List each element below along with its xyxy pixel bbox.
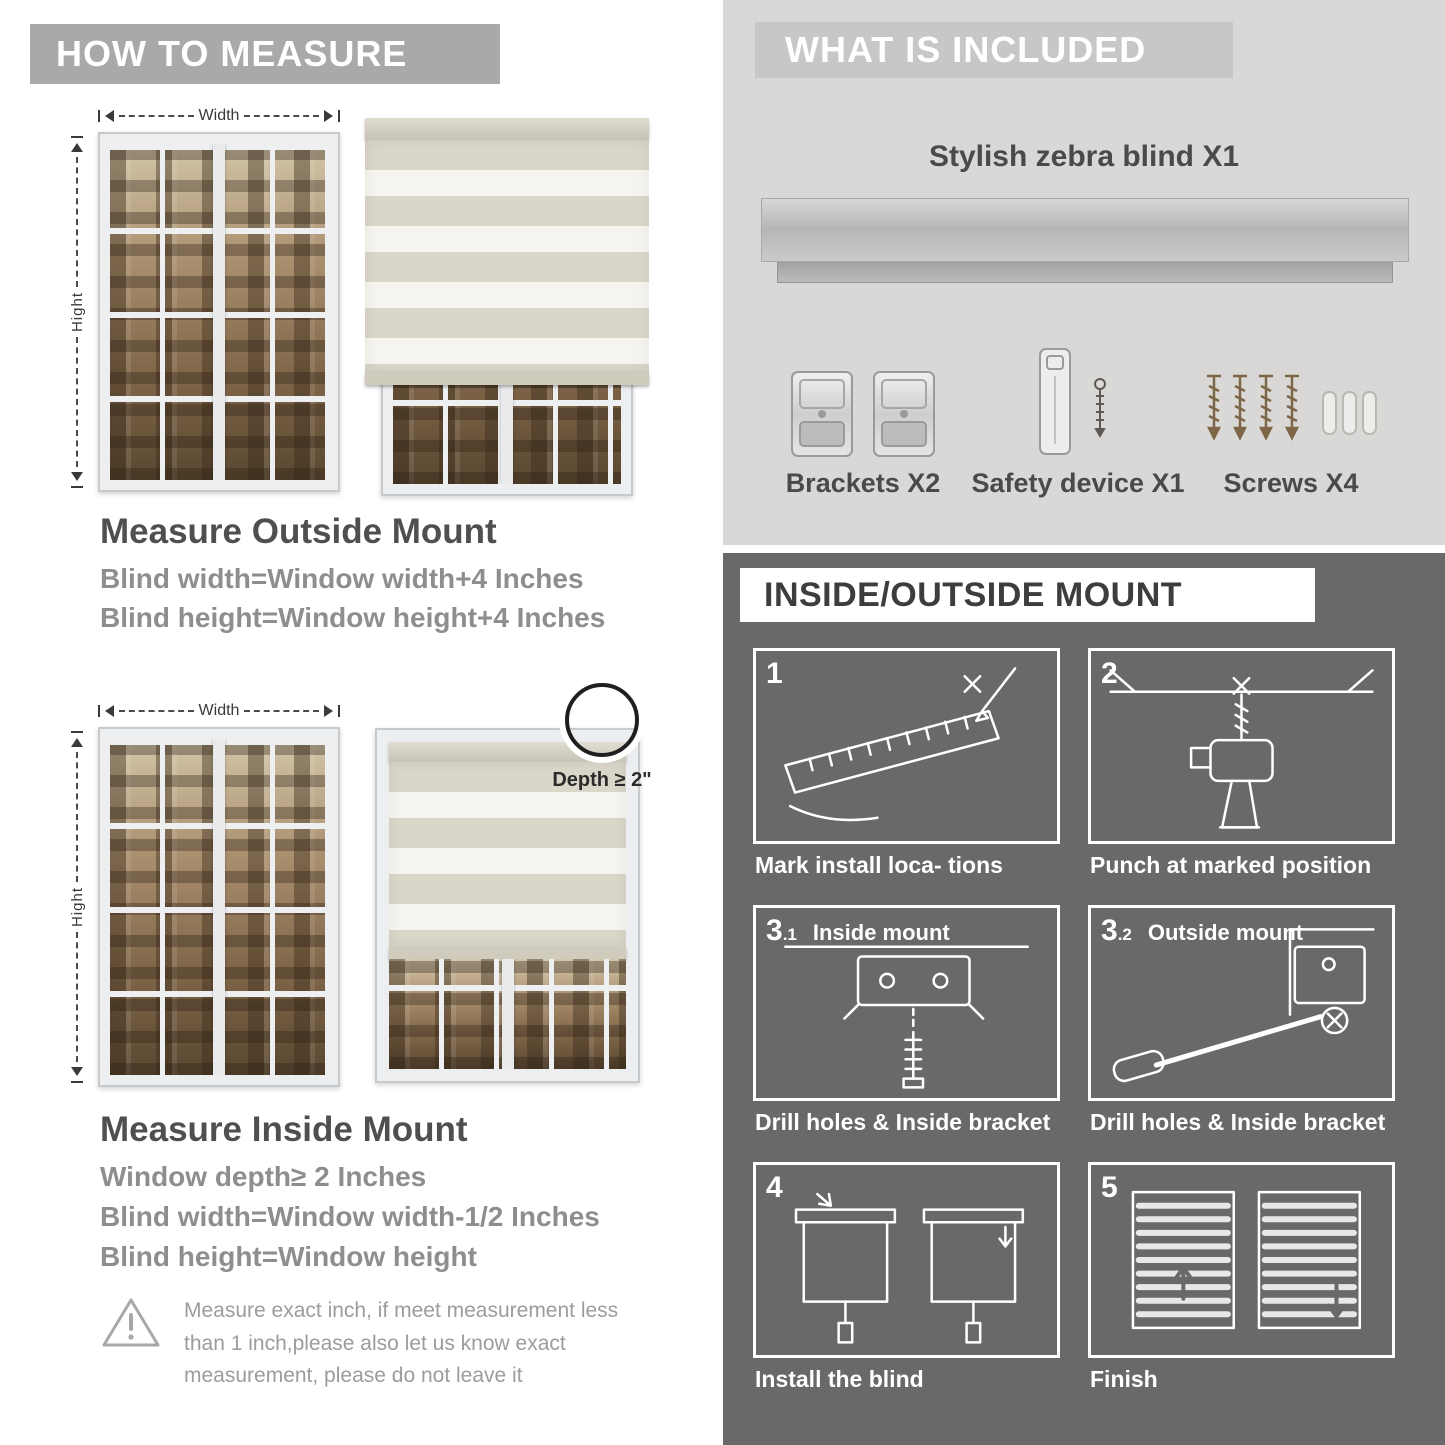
step-caption: Punch at marked position bbox=[1090, 852, 1372, 878]
step-number: 2 bbox=[1101, 657, 1118, 690]
measure-outside-title: Measure Outside Mount bbox=[100, 512, 497, 551]
depth-label: Depth ≥ 2" bbox=[552, 769, 652, 791]
outside-formula-height: Blind height=Window height+4 Inches bbox=[100, 602, 606, 633]
step-number: 5 bbox=[1101, 1171, 1118, 1204]
step-3-1-panel: 3.1 Inside mount bbox=[753, 905, 1060, 1101]
step-number: 1 bbox=[766, 657, 783, 690]
arrow-right-icon bbox=[324, 110, 333, 122]
zebra-blind-outside-illustration bbox=[365, 118, 649, 496]
step-caption: Mark install loca- tions bbox=[755, 852, 1003, 878]
zebra-blind-shade bbox=[389, 742, 626, 959]
product-title: Stylish zebra blind X1 bbox=[928, 140, 1240, 173]
safety-device-icon bbox=[1039, 348, 1106, 455]
height-label: Hight bbox=[68, 886, 86, 928]
mount-steps-grid: 1 Mark install loca- bbox=[753, 648, 1415, 1411]
inside-outside-mount-banner: INSIDE/OUTSIDE MOUNT bbox=[740, 568, 1315, 622]
measurement-warning: Measure exact inch, if meet measurement … bbox=[100, 1295, 645, 1393]
step-caption: Finish bbox=[1090, 1366, 1158, 1392]
step-caption: Drill holes & Inside bracket bbox=[1090, 1109, 1386, 1135]
step-4-panel: 4 bbox=[753, 1162, 1060, 1358]
arrow-left-icon bbox=[105, 110, 114, 122]
step-2: 2 bbox=[1088, 648, 1395, 897]
blind-headrail bbox=[761, 198, 1409, 262]
step-5: 5 Finish bbox=[1088, 1162, 1395, 1411]
width-label: Width bbox=[198, 107, 240, 124]
depth-callout-circle bbox=[565, 683, 639, 757]
how-to-measure-banner: HOW TO MEASURE bbox=[30, 24, 500, 84]
step-number: 3 bbox=[766, 914, 783, 947]
outside-formula-width: Blind width=Window width+4 Inches bbox=[100, 563, 584, 594]
height-arrow: Hight bbox=[66, 136, 88, 488]
height-arrow: Hight bbox=[66, 731, 88, 1083]
measure-inside-title: Measure Inside Mount bbox=[100, 1110, 468, 1149]
outside-bracket-illustration bbox=[1091, 908, 1392, 1098]
included-item-brackets: Brackets X2 bbox=[758, 330, 968, 499]
width-arrow: Width bbox=[98, 106, 340, 126]
inside-mount-figures: Width Hight bbox=[60, 683, 660, 1095]
item-label-brackets: Brackets X2 bbox=[785, 468, 941, 498]
arrow-down-icon bbox=[71, 472, 83, 481]
step-4: 4 bbox=[753, 1162, 1060, 1411]
anchor-icon bbox=[1322, 391, 1377, 435]
step-number: 3 bbox=[1101, 914, 1118, 947]
inside-formula-width: Blind width=Window width-1/2 Inches bbox=[100, 1201, 600, 1232]
drill-illustration bbox=[1091, 651, 1392, 841]
step-1: 1 Mark install loca- bbox=[753, 648, 1060, 897]
item-label-screws: Screws X4 bbox=[1223, 468, 1359, 498]
finish-illustration bbox=[1091, 1165, 1392, 1355]
step-caption: Install the blind bbox=[755, 1366, 924, 1392]
included-item-screws: Screws X4 bbox=[1185, 330, 1397, 499]
step-mount-type-label: Outside mount bbox=[1147, 920, 1304, 945]
item-label-safety-device: Safety device X1 bbox=[971, 468, 1185, 498]
arrow-right-icon bbox=[324, 705, 333, 717]
step-number: 4 bbox=[766, 1171, 783, 1204]
screw-icon bbox=[1094, 378, 1106, 439]
width-arrow: Width bbox=[98, 701, 340, 721]
bracket-icon bbox=[791, 371, 853, 457]
blind-headrail-valance bbox=[777, 262, 1393, 283]
height-label: Hight bbox=[68, 291, 86, 333]
included-item-safety-device: Safety device X1 bbox=[971, 330, 1185, 499]
what-is-included-section: WHAT IS INCLUDED Stylish zebra blind X1 bbox=[723, 0, 1445, 545]
warning-text: Measure exact inch, if meet measurement … bbox=[184, 1299, 619, 1388]
bracket-icon bbox=[873, 371, 935, 457]
inside-formula-height: Blind height=Window height bbox=[100, 1241, 477, 1272]
step-2-panel: 2 bbox=[1088, 648, 1395, 844]
arrow-down-icon bbox=[71, 1067, 83, 1076]
step-caption: Drill holes & Inside bracket bbox=[755, 1109, 1051, 1135]
inside-formula-depth: Window depth≥ 2 Inches bbox=[100, 1161, 427, 1192]
step-1-panel: 1 bbox=[753, 648, 1060, 844]
what-is-included-banner: WHAT IS INCLUDED bbox=[755, 22, 1233, 78]
arrow-left-icon bbox=[105, 705, 114, 717]
arrow-up-icon bbox=[71, 738, 83, 747]
step-5-panel: 5 bbox=[1088, 1162, 1395, 1358]
step-mount-type-label: Inside mount bbox=[812, 920, 950, 945]
mount-instructions-section: INSIDE/OUTSIDE MOUNT 1 bbox=[723, 553, 1445, 1445]
screws-icon bbox=[1206, 374, 1377, 441]
outside-mount-figures: Width Hight bbox=[60, 98, 660, 500]
zebra-blind-inside-illustration: Depth ≥ 2" bbox=[375, 683, 652, 1083]
mark-locations-illustration bbox=[756, 651, 1057, 841]
depth-callout: Depth ≥ 2" bbox=[542, 683, 662, 792]
install-blind-illustration bbox=[756, 1165, 1057, 1355]
arrow-up-icon bbox=[71, 143, 83, 152]
window-photo bbox=[98, 132, 340, 492]
step-3-2-panel: 3.2 Outside mount bbox=[1088, 905, 1395, 1101]
inside-bracket-illustration bbox=[756, 908, 1057, 1098]
window-photo bbox=[98, 727, 340, 1087]
width-label: Width bbox=[198, 702, 240, 719]
zebra-blind-shade bbox=[365, 118, 649, 385]
step-3-1: 3.1 Inside mount bbox=[753, 905, 1060, 1154]
warning-icon bbox=[102, 1298, 160, 1347]
step-3-2: 3.2 Outside mount bbox=[1088, 905, 1395, 1154]
